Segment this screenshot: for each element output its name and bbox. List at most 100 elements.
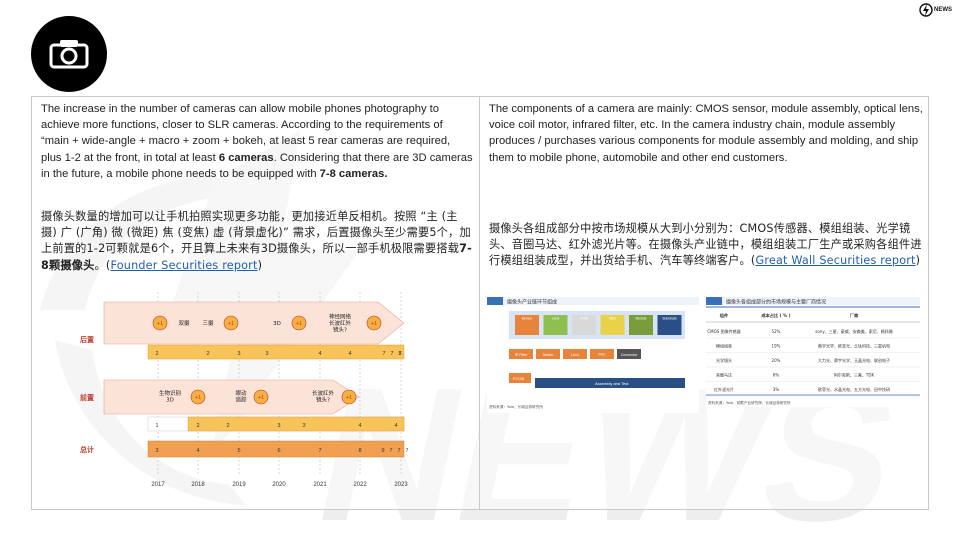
chain-row2-label: IR Filter	[515, 353, 528, 357]
chain-part-label: Module	[635, 317, 646, 321]
chain-part-label: Filter	[609, 317, 617, 321]
chain-row2-tile	[563, 349, 587, 359]
year-label: 2022	[353, 482, 367, 488]
great-wall-report-link[interactable]: Great Wall Securities report	[755, 254, 916, 268]
chain-part-tile	[657, 315, 682, 335]
chain-part-tile	[629, 315, 653, 335]
left-zh-post: 。(	[94, 258, 111, 272]
brand-logo: NEWS	[919, 3, 952, 17]
right-chinese-text: 摄像头各组成部分中按市场规模从大到小分别为：CMOS传感器、模组组装、光学镜头、…	[489, 221, 925, 270]
total-count: 3	[155, 448, 158, 454]
chain-part-label: Lens	[552, 317, 560, 321]
rear-count: 2	[155, 351, 158, 357]
left-zh-close: )	[257, 258, 263, 272]
plus-circle	[152, 315, 168, 331]
chain-row2-label: Connector	[621, 353, 638, 357]
share-cell: CMOS 图像传感器	[707, 328, 740, 334]
share-cell: 模组组装	[716, 343, 732, 349]
right-english-text: The components of a camera are mainly: C…	[489, 103, 923, 164]
front-count: 4	[394, 423, 397, 429]
front-count-bar	[187, 416, 405, 432]
chain-part-tile	[572, 315, 596, 335]
left-chinese-text: 摄像头数量的增加可以让手机拍照实现更多功能，更加接近单反相机。按照 “主 (主摄…	[41, 209, 473, 274]
founder-report-link[interactable]: Founder Securities report	[110, 258, 258, 272]
year-label: 2019	[232, 482, 246, 488]
front-count: 3	[277, 423, 280, 429]
rear-count: 3	[237, 351, 240, 357]
total-count: 7	[397, 448, 400, 454]
share-cell: 20%	[772, 358, 781, 363]
left-zh-pre: 摄像头数量的增加可以让手机拍照实现更多功能，更加接近单反相机。按照 “主 (主摄…	[41, 210, 471, 256]
front-count: 1	[155, 423, 158, 429]
chain-row2-tile	[590, 349, 614, 359]
chain-part-label: Substrate	[662, 317, 677, 321]
total-count: 8	[358, 448, 361, 454]
share-source: 资料来源：Yole，前瞻产业研究院，长城证券研究所	[708, 400, 791, 405]
front-count: 2	[226, 423, 229, 429]
share-header: 组件	[720, 312, 729, 319]
year-label: 2020	[272, 482, 286, 488]
share-cell: 3%	[773, 387, 780, 392]
chain-row2-label: Lens	[571, 353, 579, 357]
front-count: 4	[358, 423, 361, 429]
chain-row2-tile	[617, 349, 641, 359]
plus-label: +1	[258, 395, 264, 401]
chain-part-label: VCM	[580, 317, 588, 321]
total-count: 7	[389, 448, 392, 454]
right-panel: The components of a camera are mainly: C…	[479, 96, 929, 510]
rear-count: 2	[206, 351, 209, 357]
total-count: 6	[277, 448, 280, 454]
rear-note: 三摄	[202, 319, 214, 327]
year-label: 2021	[313, 482, 327, 488]
total-count: 9	[381, 448, 384, 454]
market-share-table: 摄像头各组成部分的市场规模与主要厂商情况 组件成本占比 ( % )厂商CMOS …	[706, 295, 920, 407]
chain-part-tile	[515, 315, 539, 335]
plus-label: +1	[296, 321, 302, 327]
plus-label: +1	[195, 395, 201, 401]
chain-row2-tile	[536, 349, 560, 359]
share-cell: 欧菲光、水晶光电、五方光电、田中技研	[818, 386, 890, 392]
chain-part-label: Sensor	[522, 317, 534, 321]
row-label-front: 前置	[80, 393, 94, 402]
plus-label: +1	[157, 321, 163, 327]
rear-count: 3	[265, 351, 268, 357]
share-cell: 6%	[773, 373, 780, 378]
chain-row2-tile	[509, 349, 533, 359]
share-cell: 红外滤光片	[714, 386, 734, 392]
left-en-bold1: 6 cameras	[218, 151, 274, 164]
rear-note: 3D	[273, 321, 281, 327]
year-label: 2017	[151, 482, 165, 488]
camera-icon	[49, 40, 89, 69]
rear-arrow	[103, 301, 405, 345]
front-count: 3	[302, 423, 305, 429]
front-note: 眼动追踪	[235, 390, 247, 403]
share-cell: 52%	[772, 329, 781, 334]
chain-caption: 摄像头产业链环节组成	[507, 299, 557, 306]
chain-assembly: Assembly and Test	[595, 381, 629, 386]
rear-count: 4	[348, 351, 351, 357]
total-count: 5	[237, 448, 240, 454]
share-caption: 摄像头各组成部分的市场规模与主要厂商情况	[726, 299, 826, 306]
chain-part-tile	[600, 315, 625, 335]
total-count: 7	[318, 448, 321, 454]
plus-label: +1	[346, 395, 352, 401]
right-zh-close: )	[915, 254, 921, 268]
row-label-total: 总计	[80, 445, 94, 454]
share-cell: 大力光、舜宇光学、玉晶光电、联创电子	[818, 357, 890, 363]
share-cell: 光学镜头	[716, 357, 732, 363]
year-label: 2018	[191, 482, 205, 488]
left-en-bold2: 7-8 cameras.	[319, 167, 388, 180]
brand-logo-text: NEWS	[934, 7, 952, 13]
rear-count: 7	[390, 351, 393, 357]
lightning-logo-icon	[919, 3, 933, 17]
right-zh-pre: 摄像头各组成部分中按市场规模从大到小分别为：CMOS传感器、模组组装、光学镜头、…	[489, 222, 922, 268]
rear-count: 7	[382, 351, 385, 357]
rear-note: 双摄	[178, 319, 190, 327]
share-cell: 19%	[772, 344, 781, 349]
left-panel: The increase in the number of cameras ca…	[31, 96, 480, 510]
total-count-bar	[147, 440, 405, 458]
rear-count: 4	[318, 351, 321, 357]
chain-source: 资料来源：Yole，长城证券研究所	[489, 404, 543, 409]
